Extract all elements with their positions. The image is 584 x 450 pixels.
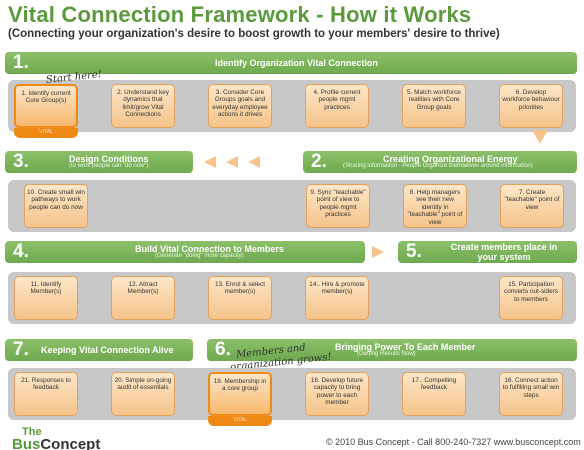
step-19-box: 19. Membership in a core group	[208, 372, 272, 416]
stage-6-bar: 6. Bringing Power To Each Member (Gettin…	[207, 339, 577, 361]
footer-copyright: © 2010 Bus Concept - Call 800-240-7327 w…	[326, 437, 581, 447]
step-1-tab: VITAL	[14, 128, 78, 138]
stage-7-number: 7.	[13, 339, 29, 360]
step-19-tab-label: VITAL	[233, 417, 247, 423]
page-subtitle: (Connecting your organization's desire t…	[8, 28, 500, 40]
step-19-tab: VITAL	[208, 416, 272, 426]
stage-7-bar: 7. Keeping Vital Connection Alive	[5, 339, 193, 361]
step-21-box: 21. Responses to feedback	[14, 372, 78, 416]
step-11-box: 11. Identify Member(s)	[14, 276, 78, 320]
step-4-box: 4. Profile current people mgmt practices	[305, 84, 369, 128]
page-title: Vital Connection Framework - How it Work…	[8, 2, 472, 27]
stage-6-subtitle: (Getting Results Now)	[357, 351, 416, 357]
stage-4-label: Build Vital Connection to Members	[135, 244, 284, 254]
stage-5-number: 5.	[406, 241, 422, 262]
logo-the: The	[22, 426, 42, 438]
step-17-box: 17.. Compelling feedback	[402, 372, 466, 416]
step-20-box: 20. Simple on-going audit of essentials	[111, 372, 175, 416]
stage-4-number: 4.	[13, 241, 29, 262]
step-6-box: 6. Develop workforce behaviour prioritie…	[499, 84, 563, 128]
stage-2-bar: 2. Creating Organizational Energy (Shari…	[303, 151, 577, 173]
stage-4-bar: 4. Build Vital Connection to Members (Ge…	[5, 241, 365, 263]
logo-concept: Concept	[40, 436, 101, 450]
stage-1-bar: 1. Identify Organization Vital Connectio…	[5, 52, 577, 74]
step-3-box: 3. Consider Core Groups goals and everyd…	[208, 84, 272, 128]
stage-1-number: 1.	[13, 52, 29, 73]
step-18-box: 18. Develop future capacity to bring pow…	[305, 372, 369, 416]
step-15-box: 15. Participation converts out-siders to…	[499, 276, 563, 320]
stage-3-bar: 3. Design Conditions (to work people can…	[5, 151, 193, 173]
left-arrow-icon	[204, 156, 216, 168]
stage-5-label: Create members place in your system	[450, 242, 558, 262]
logo: BusConcept	[12, 436, 100, 450]
step-1-box: 1. Identify current Core Group(s)	[14, 84, 78, 128]
stage-3-number: 3.	[13, 151, 29, 172]
right-arrow-icon	[372, 246, 384, 258]
stage-7-label: Keeping Vital Connection Alive	[41, 345, 174, 355]
stage-2-label: Creating Organizational Energy	[383, 154, 518, 164]
stage-6-number: 6.	[215, 339, 231, 360]
stage-6-label: Bringing Power To Each Member	[335, 342, 476, 352]
step-8-box: 8. Help managers see their new identity …	[403, 184, 467, 228]
step-5-box: 5. Match workforce realities with Core G…	[402, 84, 466, 128]
stage-2-subtitle: (Sharing information - People Organize t…	[343, 163, 533, 169]
step-14-box: 14.. Hire & promote member(s)	[305, 276, 369, 320]
step-1-tab-label: VITAL	[39, 129, 53, 135]
stage-3-subtitle: (to work people can "do now")	[69, 163, 149, 169]
stage-2-3-tray	[8, 180, 576, 232]
step-2-box: 2. Understand key dynamics that limit/gr…	[111, 84, 175, 128]
step-13-box: 13. Enrol & select member(s)	[208, 276, 272, 320]
stage-2-number: 2.	[311, 151, 327, 172]
left-arrow-icon	[248, 156, 260, 168]
stage-4-subtitle: (Generate "doing" more capacity)	[155, 253, 244, 259]
step-9-box: 9. Sync "teachable" point of view to peo…	[306, 184, 370, 228]
logo-bus: Bus	[12, 436, 41, 450]
stage-1-tray	[8, 80, 576, 132]
stage-4-5-tray	[8, 272, 576, 324]
down-arrow-icon	[532, 130, 548, 144]
stage-6-7-tray	[8, 368, 576, 420]
stage-5-bar: 5. Create members place in your system	[398, 241, 577, 263]
stage-3-label: Design Conditions	[69, 154, 149, 164]
step-10-box: 10. Create small win pathways to work pe…	[24, 184, 88, 228]
step-12-box: 12. Attract Member(s)	[111, 276, 175, 320]
left-arrow-icon	[226, 156, 238, 168]
step-7-box: 7. Create "teachable" point of view	[500, 184, 564, 228]
stage-1-label: Identify Organization Vital Connection	[215, 58, 378, 68]
step-16-box: 16. Connect action to fulfilling small w…	[499, 372, 563, 416]
